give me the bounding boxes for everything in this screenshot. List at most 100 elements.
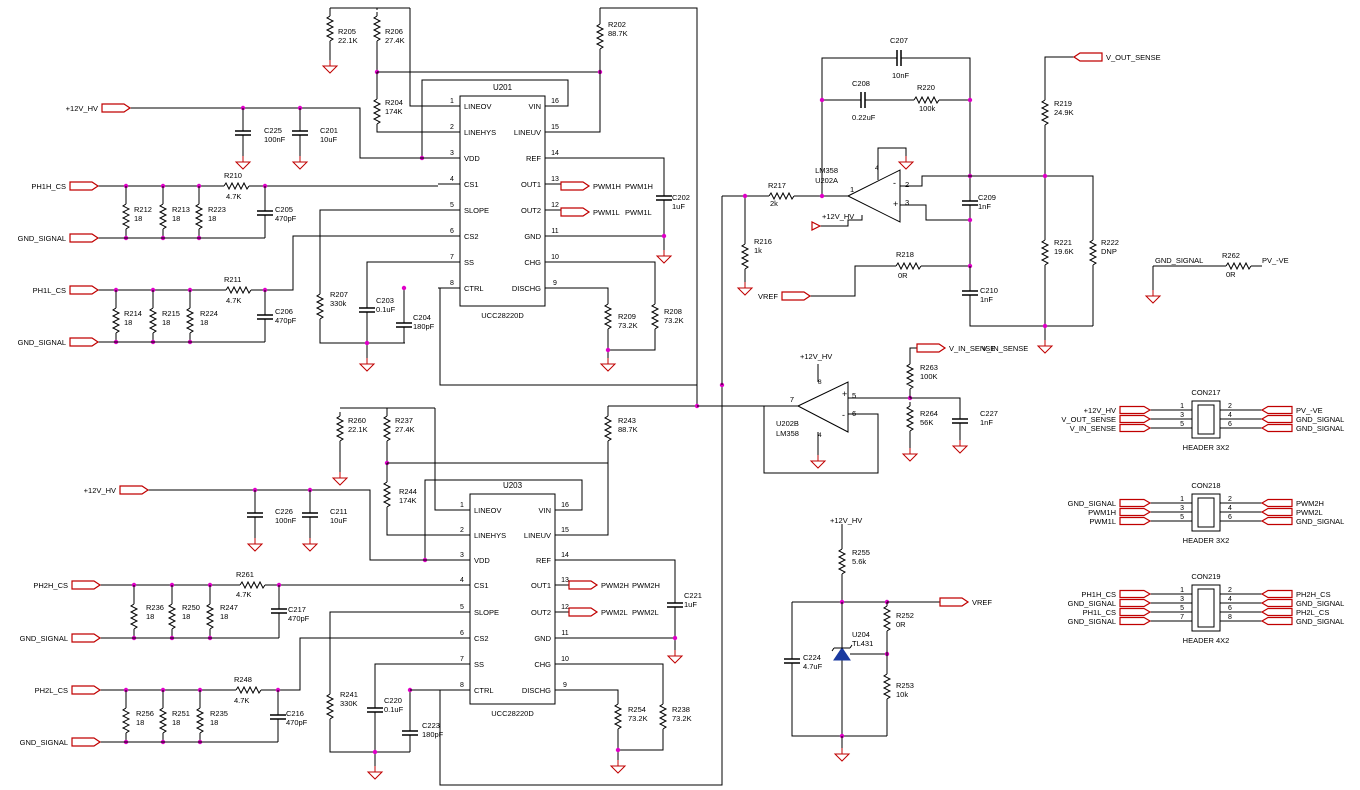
capacitor [256,199,274,227]
resistor-ref: R236 [146,603,164,612]
resistor-ref: R237 [395,416,413,425]
capacitor-ref: C201 [320,126,338,135]
header-net-label: GND_SIGNAL [1296,599,1344,608]
connector-label: PH1L_CS [33,286,66,295]
pin-name: SLOPE [464,206,489,215]
off-page-connector [71,685,102,695]
resistor [383,477,391,513]
capacitor-ref: C226 [275,507,293,516]
header-net-connector [1260,498,1293,508]
label-text: R211 [224,275,241,284]
off-page-connector [568,607,599,617]
header-net-connector [1119,498,1152,508]
resistor-value: 27.4K [385,36,405,45]
resistor-value: 330k [330,299,347,308]
opamp-pin: 2 [905,180,909,189]
label-text: 2k [770,199,778,208]
label-text: R248 [234,675,252,684]
pin-number: 4 [450,176,454,183]
connector-label: V_IN_SENSE [949,344,995,353]
resistor-value: 73.2K [664,316,684,325]
pin-number: 3 [450,150,454,157]
resistor-value: 88.7K [618,425,638,434]
wire [567,157,665,185]
pin-name: DISCHG [512,284,541,293]
pin-number: 8 [460,682,464,689]
shunt-part: TL431 [852,639,873,648]
capacitor-ref: C224 [803,653,821,662]
resistor-value: 174K [399,496,417,505]
header-pin-number: 2 [1228,403,1232,410]
junction-dot [672,635,678,641]
header-net-label: PV_-VE [1296,406,1323,415]
wire [329,611,448,690]
pin-number: 5 [460,604,464,611]
pin-number: 10 [561,656,569,663]
off-page-connector [119,485,150,495]
ground-symbol [302,537,318,552]
resistor-value: 24.9K [1054,108,1074,117]
off-page-connector [69,337,100,347]
capacitor-ref: C202 [672,193,690,202]
wire [438,287,697,386]
resistor [112,303,120,339]
ic-part: UCC28220D [491,709,534,718]
capacitor [358,296,376,324]
ground-symbol [656,249,672,264]
resistor-ref: R205 [338,27,356,36]
header-pin-number: 4 [1228,596,1232,603]
capacitor-ref: C204 [413,313,431,322]
resistor-ref: R254 [628,705,646,714]
ground-symbol [737,281,753,296]
header-net-label: V_IN_SENSE [1070,424,1116,433]
pin-number: 16 [561,502,569,509]
capacitor-value: 180pF [422,730,444,739]
wire [567,72,601,133]
pin-number: 3 [460,552,464,559]
pin-name: CS2 [474,634,489,643]
header-ref: CON219 [1191,572,1220,581]
pin-number: 1 [450,98,454,105]
capacitor [783,647,801,675]
resistor-ref: R209 [618,312,636,321]
pin-number: 6 [450,228,454,235]
pin-name: VIN [528,102,541,111]
junction-dot [615,747,621,753]
resistor-value: 1k [754,246,762,255]
wire [618,734,664,751]
resistor [206,599,214,635]
wire [567,287,609,300]
pin-name: SS [464,258,474,267]
connector-label: GND_SIGNAL [20,634,68,643]
header-pin-number: 7 [1180,614,1184,621]
resistor-ref: R208 [664,307,682,316]
labels: U201UCC28220D1LINEOV2LINEHYS3VDD4CS15SLO… [18,20,1345,747]
resistor [326,689,334,725]
junction-dot [364,340,370,346]
capacitor-ref: C220 [384,696,402,705]
resistor [883,669,891,705]
ground-symbol [902,447,918,462]
resistor-ref: R207 [330,290,348,299]
header-pin-number: 8 [1228,614,1232,621]
resistor-value: 18 [146,612,154,621]
pin-number: 14 [551,150,559,157]
resistor-value: 5.6k [852,557,866,566]
header-pin-number: 2 [1228,496,1232,503]
pin-number: 10 [551,254,559,261]
resistor [149,303,157,339]
pin-name: VDD [464,154,480,163]
capacitor [291,119,309,147]
pin-name: OUT2 [521,206,541,215]
capacitor-value: 180pF [413,322,435,331]
pin-name: CS1 [474,581,489,590]
pin-name: CTRL [464,284,484,293]
wire [577,663,664,700]
resistor [383,411,391,447]
off-page-connector [560,181,591,191]
capacitor-value: 0.1uF [384,705,404,714]
capacitor-value: 1nF [980,418,993,427]
ground-symbol [332,471,348,486]
resistor-value: 18 [172,718,180,727]
resistor-value: 22.1K [338,36,358,45]
